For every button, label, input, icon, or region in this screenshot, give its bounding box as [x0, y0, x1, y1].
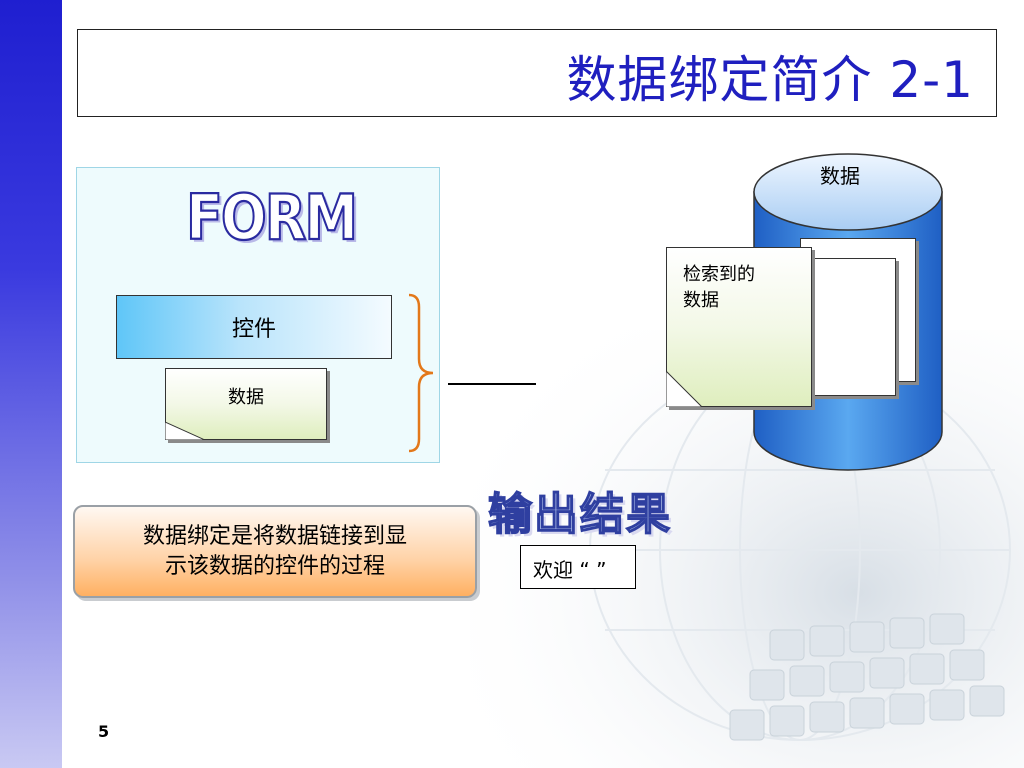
output-result-label: 输出结果 — [487, 488, 672, 541]
retrieved-data-line2: 数据 — [683, 290, 719, 311]
retrieved-data-document: 检索到的 数据 — [666, 247, 812, 407]
form-label: FORM — [185, 180, 359, 255]
slide-title: 数据绑定简介 2-1 — [566, 51, 974, 109]
definition-line1: 数据绑定是将数据链接到显 — [142, 523, 407, 549]
page-fold-icon — [165, 422, 205, 440]
welcome-output-box: 欢迎 “ ” — [520, 545, 636, 589]
form-data-document: 数据 — [165, 368, 327, 440]
retrieved-data-line1: 检索到的 — [683, 264, 755, 285]
page-number: 5 — [98, 722, 110, 741]
left-accent-bar — [0, 0, 62, 768]
title-box: 数据绑定简介 2-1 — [77, 29, 997, 117]
database-label: 数据 — [820, 164, 860, 188]
connector-line — [448, 383, 536, 385]
brace-icon — [408, 293, 434, 453]
control-box: 控件 — [116, 295, 392, 359]
form-data-label: 数据 — [228, 387, 264, 408]
definition-line2: 示该数据的控件的过程 — [164, 553, 385, 579]
definition-box: 数据绑定是将数据链接到显 示该数据的控件的过程 — [73, 505, 477, 598]
page-fold-icon — [666, 371, 702, 407]
